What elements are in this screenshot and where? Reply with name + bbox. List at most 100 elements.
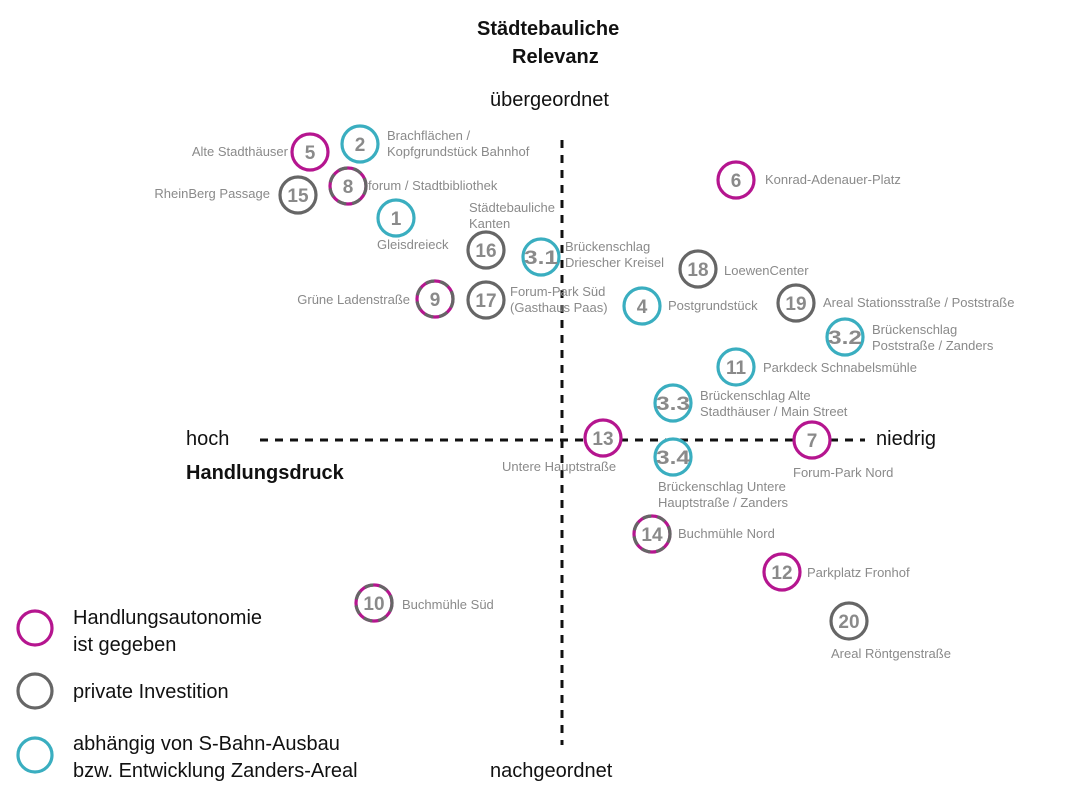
axis-top-label: übergeordnet (490, 89, 609, 111)
project-label-line: Brückenschlag Untere (658, 479, 786, 494)
project-label-line: Driescher Kreisel (565, 255, 664, 270)
project-marker-1: 1 (376, 198, 416, 238)
project-label-line: Städtebauliche (469, 200, 556, 215)
project-label-line: Parkplatz Fronhof (807, 565, 910, 580)
project-label-line: Areal Röntgenstraße (831, 646, 951, 661)
legend-text: abhängig von S-Bahn-Ausbau (73, 733, 340, 755)
project-label-line: forum / Stadtbibliothek (368, 178, 498, 193)
project-marker-12: 12 (762, 552, 802, 592)
project-label-line: Kopfgrundstück Bahnhof (387, 144, 530, 159)
project-marker-4: 4 (622, 286, 662, 326)
project-marker-13: 13 (583, 418, 623, 458)
project-label: Areal Stationsstraße / Poststraße (823, 295, 1014, 311)
project-marker-15: 15 (278, 175, 318, 215)
project-marker-3.2: 3.2 (825, 317, 865, 357)
project-number: 1 (391, 209, 402, 230)
project-label: Buchmühle Nord (678, 526, 775, 542)
project-label: Buchmühle Süd (402, 597, 494, 613)
project-label-line: Kanten (469, 216, 511, 231)
project-marker-5: 5 (290, 132, 330, 172)
project-marker-6: 6 (716, 160, 756, 200)
project-label-line: Areal Stationsstraße / Poststraße (823, 295, 1015, 310)
project-marker-8: 8 (328, 166, 368, 206)
project-label: Forum-Park Nord (793, 465, 893, 481)
project-label-line: Brückenschlag (872, 322, 958, 337)
axis-left-label: hoch (186, 428, 230, 450)
project-marker-18: 18 (678, 249, 718, 289)
project-number: 14 (641, 525, 663, 546)
project-label-line: Grüne Ladenstraße (297, 292, 410, 307)
project-marker-2: 2 (340, 124, 380, 164)
project-label: Konrad-Adenauer-Platz (765, 172, 901, 188)
project-number: 17 (475, 291, 496, 312)
project-number: 12 (771, 563, 792, 584)
project-label: Areal Röntgenstraße (831, 646, 951, 662)
project-label-line: Hauptstraße / Zanders (658, 495, 789, 510)
project-number: 5 (305, 143, 316, 164)
axis-x-title: Handlungsdruck (186, 462, 344, 484)
project-number: 10 (363, 594, 384, 615)
legend-marker-autonomy (16, 609, 54, 647)
project-number: 19 (785, 294, 806, 315)
project-marker-20: 20 (829, 601, 869, 641)
project-number: 6 (731, 171, 742, 192)
project-label-line: Brachflächen / (387, 128, 471, 143)
project-number: 18 (687, 260, 708, 281)
project-number: 2 (355, 135, 366, 156)
project-label: Grüne Ladenstraße (297, 292, 410, 308)
project-label-line: LoewenCenter (724, 263, 809, 278)
project-label-line: Forum-Park Süd (510, 284, 606, 299)
project-label-line: Poststraße / Zanders (872, 338, 994, 353)
project-label-line: Postgrundstück (668, 298, 758, 313)
legend-text: Handlungsautonomie (73, 607, 263, 629)
project-number: 3.3 (656, 394, 690, 415)
project-number: 13 (592, 429, 613, 450)
project-label: Forum-Park Süd(Gasthaus Paas) (510, 284, 608, 316)
project-label-line: Forum-Park Nord (793, 465, 894, 480)
project-label-line: Brückenschlag Alte (700, 388, 811, 403)
project-marker-3.4: 3.4 (653, 437, 693, 477)
project-marker-3.1: 3.1 (521, 237, 561, 277)
project-number: 4 (637, 297, 648, 318)
project-number: 16 (475, 241, 496, 262)
project-label-line: Stadthäuser / Main Street (700, 404, 848, 419)
title-line2: Relevanz (512, 46, 599, 68)
project-number: 3.4 (656, 448, 691, 469)
project-label: RheinBerg Passage (154, 186, 270, 202)
project-marker-11: 11 (716, 347, 756, 387)
project-number: 15 (287, 186, 309, 207)
project-label: Postgrundstück (668, 298, 758, 314)
axis-right-label: niedrig (876, 428, 937, 450)
project-label-line: Parkdeck Schnabelsmühle (763, 360, 917, 375)
project-label-line: Gleisdreieck (377, 237, 449, 252)
legend-marker-private (16, 672, 54, 710)
project-marker-10: 10 (354, 583, 394, 623)
legend-text: private Investition (73, 681, 229, 703)
project-label-line: Konrad-Adenauer-Platz (765, 172, 901, 187)
project-number: 7 (807, 431, 818, 452)
project-marker-17: 17 (466, 280, 506, 320)
legend-marker-sbahn (16, 736, 54, 774)
project-label-line: Untere Hauptstraße (502, 459, 617, 474)
project-number: 3.2 (828, 328, 862, 349)
project-label-line: RheinBerg Passage (154, 186, 270, 201)
project-number: 8 (343, 177, 354, 198)
axis-bottom-label: nachgeordnet (490, 760, 613, 782)
project-number: 20 (838, 612, 859, 633)
project-label-line: Buchmühle Nord (678, 526, 775, 541)
project-number: 3.1 (524, 248, 559, 269)
project-marker-19: 19 (776, 283, 816, 323)
project-label: LoewenCenter (724, 263, 809, 279)
project-label: forum / Stadtbibliothek (368, 178, 497, 194)
project-marker-7: 7 (792, 420, 832, 460)
legend-item: private Investition (73, 679, 229, 706)
title-line1: Städtebauliche (477, 18, 620, 40)
project-number: 11 (726, 358, 747, 379)
